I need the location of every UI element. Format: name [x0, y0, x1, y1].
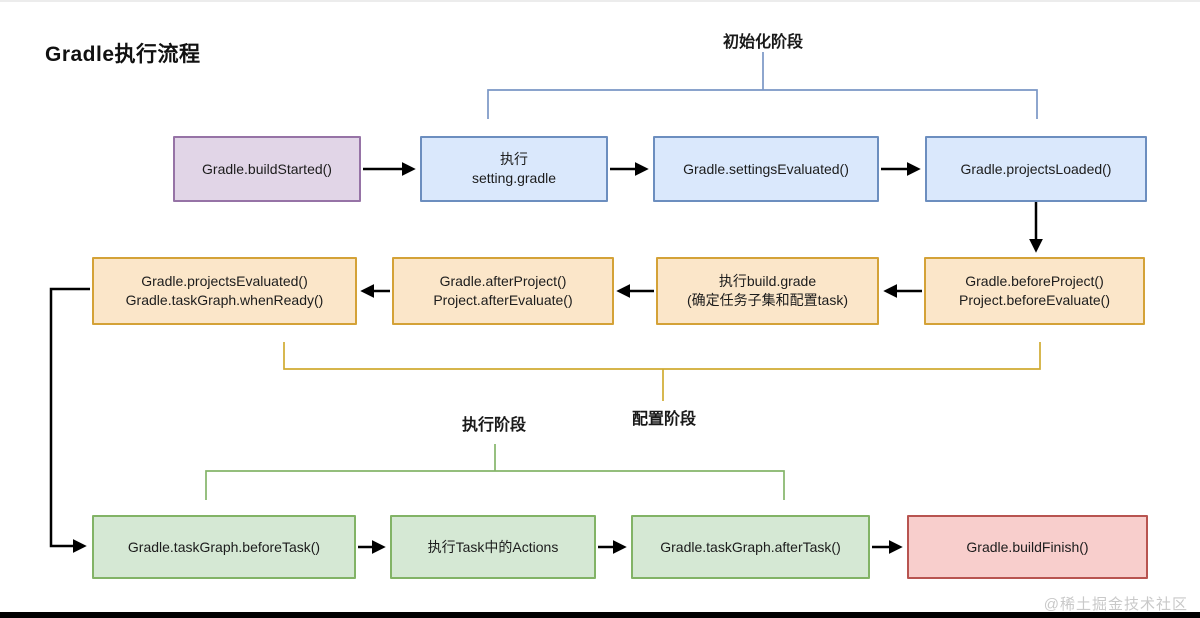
- node-build-started: Gradle.buildStarted(): [173, 136, 361, 202]
- node-exec-task-actions: 执行Task中的Actions: [390, 515, 596, 579]
- init-bracket: [487, 89, 1038, 119]
- node-before-task: Gradle.taskGraph.beforeTask(): [92, 515, 356, 579]
- watermark: @稀土掘金技术社区: [1043, 596, 1188, 613]
- exec-bracket: [205, 470, 785, 500]
- phase-label-configuration: 配置阶段: [631, 411, 697, 428]
- page-title: Gradle执行流程: [45, 43, 201, 66]
- arrow-projectsevaluated-to-beforetask: [49, 287, 90, 553]
- config-bracket: [283, 342, 1041, 370]
- node-after-project: Gradle.afterProject() Project.afterEvalu…: [392, 257, 614, 325]
- node-projects-evaluated: Gradle.projectsEvaluated() Gradle.taskGr…: [92, 257, 357, 325]
- phase-label-execution: 执行阶段: [461, 417, 527, 434]
- node-projects-loaded: Gradle.projectsLoaded(): [925, 136, 1147, 202]
- node-build-finish: Gradle.buildFinish(): [907, 515, 1148, 579]
- node-after-task: Gradle.taskGraph.afterTask(): [631, 515, 870, 579]
- node-exec-setting-gradle: 执行 setting.gradle: [420, 136, 608, 202]
- node-before-project: Gradle.beforeProject() Project.beforeEva…: [924, 257, 1145, 325]
- bottom-bar: [0, 612, 1200, 618]
- phase-label-initialization: 初始化阶段: [722, 34, 804, 51]
- node-exec-build-grade: 执行build.grade (确定任务子集和配置task): [656, 257, 879, 325]
- node-settings-evaluated: Gradle.settingsEvaluated(): [653, 136, 879, 202]
